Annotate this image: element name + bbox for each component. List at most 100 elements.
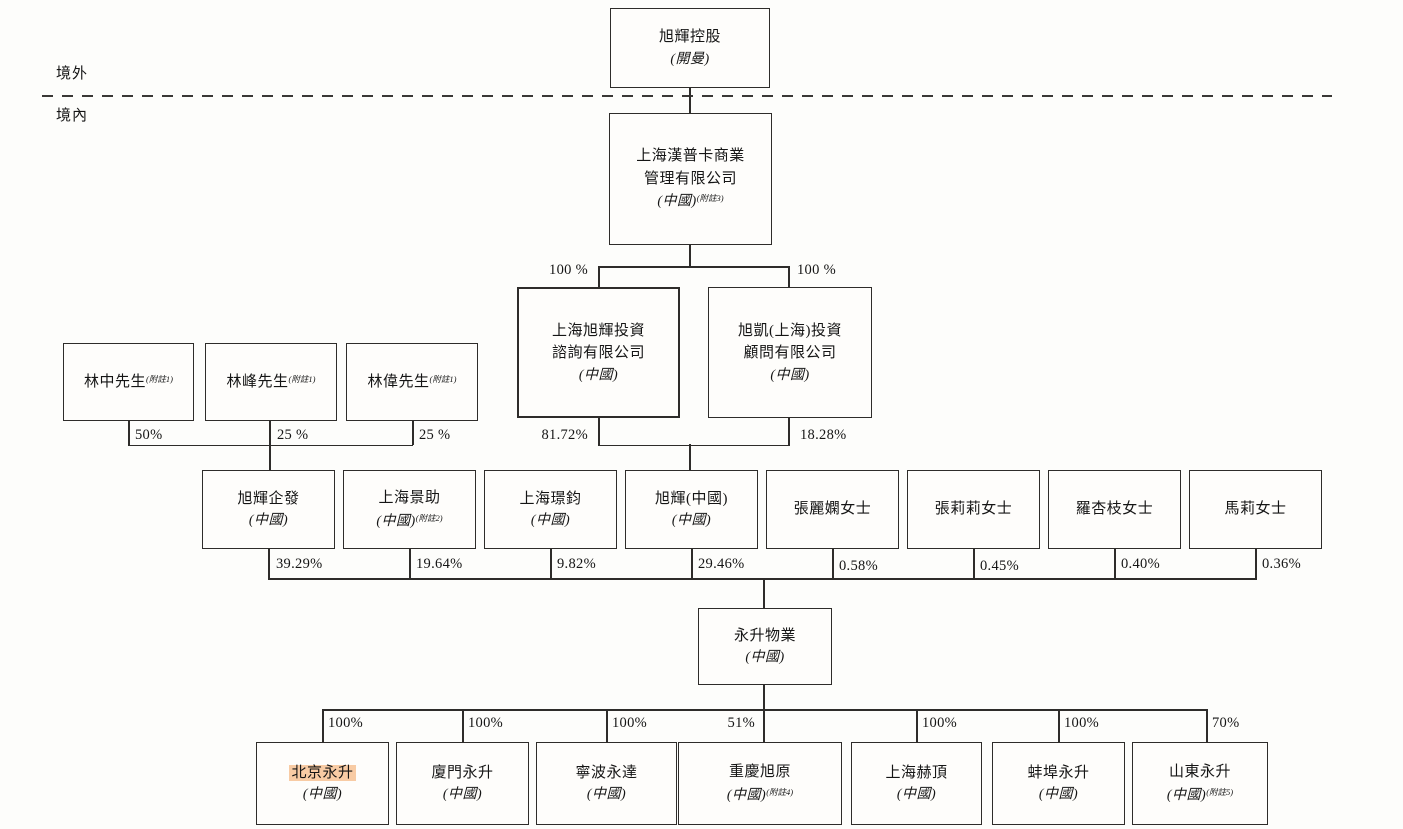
connector-line: [322, 709, 1208, 711]
node-title: 上海旭輝投資: [551, 322, 645, 339]
connector-line: [973, 549, 975, 579]
node-luo-xingzhi: 羅杏枝女士: [1048, 470, 1181, 549]
connector-line: [268, 578, 1257, 580]
pct-qifa: 39.29%: [276, 556, 323, 572]
pct-jingjun: 9.82%: [557, 556, 596, 572]
connector-line: [1114, 549, 1116, 579]
node-title: 寧波永達: [575, 764, 638, 781]
offshore-onshore-divider: [42, 95, 1332, 97]
pct-lin-feng: 25 %: [277, 427, 309, 443]
pct-ma-li: 0.36%: [1262, 556, 1301, 572]
node-xiamen: 廈門永升 (中國): [396, 742, 529, 825]
connector-line: [689, 88, 691, 113]
node-jurisdiction: (中國): [302, 787, 343, 803]
node-beijing: 北京永升 (中國): [256, 742, 389, 825]
node-title: 張莉莉女士: [934, 501, 1013, 518]
node-title: 旭輝(中國): [655, 490, 728, 507]
node-sh-jingjun: 上海璟鈞 (中國): [484, 470, 617, 549]
node-title: 管理有限公司: [643, 170, 737, 187]
node-lin-zhong: 林中先生(附註1): [63, 343, 194, 421]
pct-lin-wei: 25 %: [419, 427, 451, 443]
node-title: 廈門永升: [431, 764, 494, 781]
node-footnote: (附註5): [1206, 786, 1234, 797]
pct-lin-zhong: 50%: [135, 427, 163, 443]
connector-line: [763, 578, 765, 608]
node-zhang-lixian: 張麗嫻女士: [766, 470, 899, 549]
pct-zhang-lili: 0.45%: [980, 558, 1019, 574]
pct-invest-left: 81.72%: [541, 427, 588, 443]
node-jurisdiction: (中國): [578, 367, 619, 383]
node-title: 蚌埠永升: [1027, 764, 1090, 781]
connector-line: [691, 549, 693, 579]
node-title: 山東永升: [1168, 764, 1231, 780]
connector-line: [269, 421, 271, 470]
connector-line: [689, 444, 691, 470]
pct-zhang-lixian: 0.58%: [839, 558, 878, 574]
pct-bengbu: 100%: [1064, 715, 1100, 731]
node-zhang-lili: 張莉莉女士: [907, 470, 1040, 549]
node-title: 旭輝控股: [658, 29, 721, 46]
connector-line: [598, 418, 600, 446]
node-footnote: (附註1): [146, 373, 173, 384]
node-cifi-holdings: 旭輝控股 (開曼): [610, 8, 770, 88]
connector-line: [763, 685, 765, 742]
connector-line: [788, 266, 790, 287]
connector-line: [832, 549, 834, 579]
connector-line: [1058, 709, 1060, 742]
node-title: 旭輝企發: [237, 490, 300, 507]
node-lin-feng: 林峰先生(附註1): [205, 343, 337, 421]
pct-xiamen: 100%: [468, 715, 504, 731]
node-title: 諮詢有限公司: [551, 345, 645, 361]
node-title-highlighted: 北京永升: [289, 764, 356, 781]
node-jurisdiction: (中國): [896, 787, 937, 803]
node-cifi-china: 旭輝(中國) (中國): [625, 470, 758, 549]
node-title: 顧問有限公司: [743, 345, 837, 361]
connector-line: [788, 418, 790, 446]
node-jurisdiction: (中國): [530, 513, 571, 529]
pct-luo-xingzhi: 0.40%: [1121, 556, 1160, 572]
region-label-onshore: 境內: [56, 108, 89, 124]
pct-sh-heding: 100%: [922, 715, 958, 731]
node-title: 永升物業: [733, 627, 796, 644]
node-yongsheng: 永升物業 (中國): [698, 608, 832, 685]
node-title: 張麗嫻女士: [793, 501, 872, 518]
node-footnote: (附註4): [766, 786, 794, 797]
connector-line: [598, 266, 790, 268]
node-jurisdiction: (中國): [671, 513, 712, 529]
connector-line: [916, 709, 918, 742]
node-lin-wei: 林偉先生(附註1): [346, 343, 478, 421]
node-title: 上海漢普卡商業: [636, 148, 745, 165]
node-title: 旭凱(上海)投資: [738, 322, 842, 339]
connector-line: [1255, 549, 1257, 579]
connector-line: [598, 266, 600, 287]
node-jurisdiction: (中國): [586, 787, 627, 803]
pct-ningbo: 100%: [612, 715, 648, 731]
connector-line: [598, 444, 790, 447]
node-sh-cifi-invest: 上海旭輝投資 諮詢有限公司 (中國): [517, 287, 680, 418]
region-label-offshore: 境外: [56, 66, 89, 82]
connector-line: [550, 549, 552, 579]
node-jurisdiction: (中國): [248, 513, 289, 529]
node-xukai-invest: 旭凱(上海)投資 顧問有限公司 (中國): [708, 287, 872, 418]
node-title: 羅杏枝女士: [1075, 501, 1154, 518]
node-title: 重慶旭原: [728, 764, 791, 780]
connector-line: [409, 549, 411, 579]
pct-hanpuka-right: 100 %: [797, 262, 836, 278]
connector-line: [689, 245, 691, 268]
node-jurisdiction: (中國): [726, 787, 767, 803]
node-bengbu: 蚌埠永升 (中國): [992, 742, 1125, 825]
node-sh-jingzhu: 上海景助 (中國)(附註2): [343, 470, 476, 549]
connector-line: [128, 421, 130, 445]
node-title: 林偉先生: [367, 373, 430, 390]
node-ma-li: 馬莉女士: [1189, 470, 1322, 549]
node-footnote: (附註1): [288, 373, 316, 384]
connector-line: [268, 549, 270, 579]
node-jurisdiction: (中國): [1038, 787, 1079, 803]
node-footnote: (附註1): [429, 373, 457, 384]
node-jurisdiction: (開曼): [670, 51, 710, 67]
connector-line: [412, 421, 414, 445]
node-title: 上海景助: [378, 490, 441, 506]
node-shandong: 山東永升 (中國)(附註5): [1132, 742, 1268, 825]
pct-chongqing: 51%: [727, 715, 755, 731]
